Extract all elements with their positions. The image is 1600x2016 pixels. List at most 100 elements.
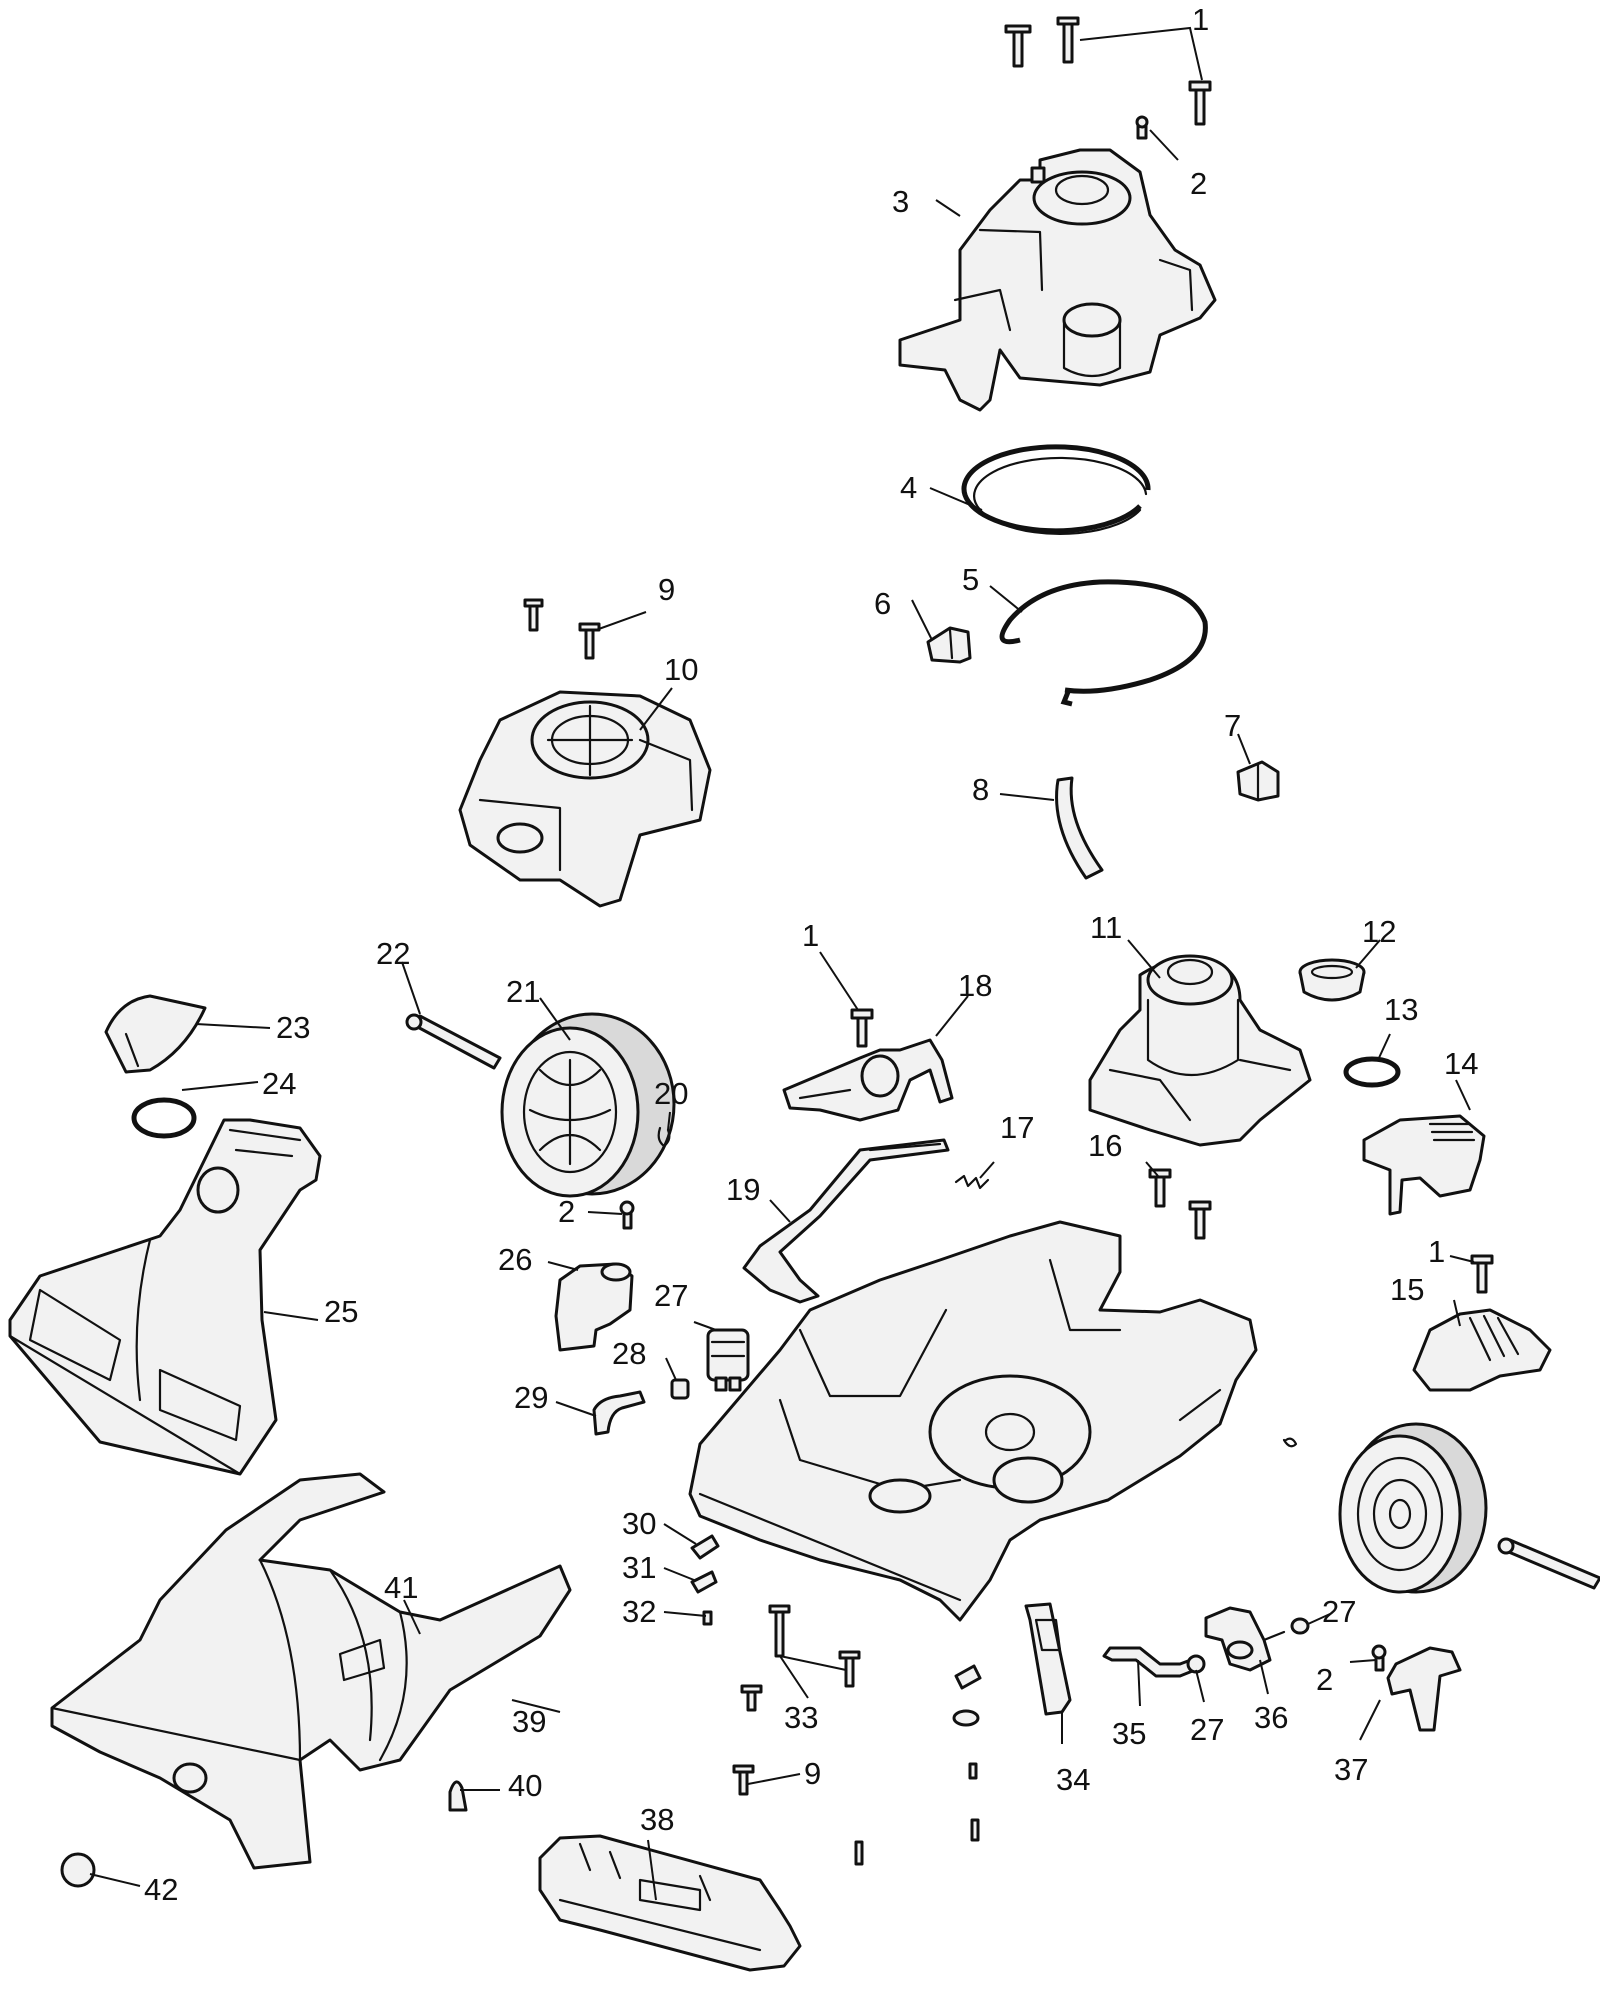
part-20-clip (657, 1126, 671, 1148)
part-screws-1-top (1004, 16, 1212, 126)
callout-21: 21 (506, 974, 540, 1009)
callout-16: 16 (1088, 1128, 1122, 1163)
callout-14: 14 (1444, 1046, 1478, 1081)
callout-5: 5 (962, 562, 979, 597)
callout-2b: 2 (558, 1194, 575, 1229)
callout-1: 1 (1192, 2, 1209, 37)
callout-35: 35 (1112, 1716, 1146, 1751)
callout-34: 34 (1056, 1762, 1090, 1797)
part-14-cover (1362, 1114, 1486, 1216)
callout-27c: 27 (1190, 1712, 1224, 1747)
part-41-39-hood (50, 1472, 572, 1870)
part-11-motor (1088, 954, 1312, 1147)
callout-11: 11 (1090, 910, 1122, 945)
part-42-cap (60, 1852, 96, 1888)
part-25-nozzle (8, 1118, 322, 1476)
callout-4: 4 (900, 470, 917, 505)
part-27-fitting-lower (1186, 1654, 1206, 1674)
part-screws-9-top (523, 598, 601, 660)
callout-2c: 2 (1316, 1662, 1333, 1697)
part-right-wheel (1338, 1422, 1488, 1594)
callout-42: 42 (144, 1872, 178, 1907)
part-screw-2-middle (619, 1200, 635, 1230)
part-24-ring (131, 1097, 197, 1139)
part-38-brush-bar (538, 1834, 802, 1972)
part-29-tube (592, 1390, 646, 1436)
callout-30: 30 (622, 1506, 656, 1541)
callout-38: 38 (640, 1802, 674, 1837)
callout-37: 37 (1334, 1752, 1368, 1787)
callout-25: 25 (324, 1294, 358, 1329)
callout-19: 19 (726, 1172, 760, 1207)
callout-33: 33 (784, 1700, 818, 1735)
part-22-axle (405, 1013, 502, 1070)
part-small-clip-right (1282, 1437, 1298, 1448)
part-35-hose (1102, 1646, 1202, 1678)
callout-24: 24 (262, 1066, 296, 1101)
part-34-plate (1024, 1602, 1072, 1716)
part-27-solenoid-left (706, 1328, 750, 1392)
callout-3: 3 (892, 184, 909, 219)
part-36-valve (1204, 1606, 1286, 1672)
callout-20: 20 (654, 1076, 688, 1111)
part-screws-16 (1148, 1168, 1212, 1240)
leader-lines (89, 26, 1475, 1901)
callout-15: 15 (1390, 1272, 1424, 1307)
callout-40: 40 (508, 1768, 542, 1803)
part-12-seal (1298, 958, 1366, 1002)
part-base-chassis (688, 1220, 1258, 1622)
callout-27: 27 (654, 1278, 688, 1313)
part-6-clip (926, 626, 972, 664)
part-17-spring (954, 1174, 990, 1190)
callout-2: 2 (1190, 166, 1207, 201)
part-screw-1-right (1470, 1254, 1494, 1294)
part-19-link (742, 1138, 950, 1304)
part-13-oring (1343, 1056, 1401, 1088)
callout-9: 9 (658, 572, 675, 607)
callout-23: 23 (276, 1010, 310, 1045)
part-8-strip (1055, 776, 1104, 880)
callout-18: 18 (958, 968, 992, 1003)
callout-9b: 9 (804, 1756, 821, 1791)
callout-41: 41 (384, 1570, 418, 1605)
callout-27b: 27 (1322, 1594, 1356, 1629)
callout-12: 12 (1362, 914, 1396, 949)
callout-26: 26 (498, 1242, 532, 1277)
part-18-latch (782, 1038, 954, 1122)
part-screw-9-lower (732, 1764, 755, 1796)
part-7-clip (1236, 760, 1280, 802)
part-screws-33 (740, 1604, 861, 1712)
part-screw-2-top (1135, 115, 1149, 140)
part-27-fitting-right (1290, 1617, 1310, 1635)
part-15-cover (1412, 1308, 1552, 1392)
callout-28: 28 (612, 1336, 646, 1371)
part-30-31-32-small (690, 1534, 720, 1626)
callout-31: 31 (622, 1550, 656, 1585)
part-28-fitting (670, 1378, 690, 1400)
part-small-parts-center (854, 1664, 982, 1866)
callout-6: 6 (874, 586, 891, 621)
callout-29: 29 (514, 1380, 548, 1415)
part-26-pump (554, 1262, 634, 1352)
callout-32: 32 (622, 1594, 656, 1629)
callout-17: 17 (1000, 1110, 1034, 1145)
callout-1b: 1 (802, 918, 819, 953)
part-10-filter-housing (458, 690, 712, 908)
callout-10: 10 (664, 652, 698, 687)
callout-22: 22 (376, 936, 410, 971)
callout-labels: 1 2 3 4 5 6 7 8 9 10 1 11 12 22 21 18 13… (144, 2, 1478, 1907)
callout-8: 8 (972, 772, 989, 807)
part-right-axle (1497, 1537, 1600, 1590)
callout-1c: 1 (1428, 1234, 1445, 1269)
part-screw-2-lower (1371, 1644, 1387, 1672)
callout-36: 36 (1254, 1700, 1288, 1735)
part-5-clamp (999, 579, 1208, 707)
callout-39: 39 (512, 1704, 546, 1739)
callout-13: 13 (1384, 992, 1418, 1027)
part-3-housing-cover (898, 148, 1217, 412)
part-21-wheel (500, 1012, 676, 1198)
part-40-cap (448, 1780, 468, 1812)
part-23-cap (104, 994, 207, 1074)
part-4-ring (961, 444, 1151, 536)
